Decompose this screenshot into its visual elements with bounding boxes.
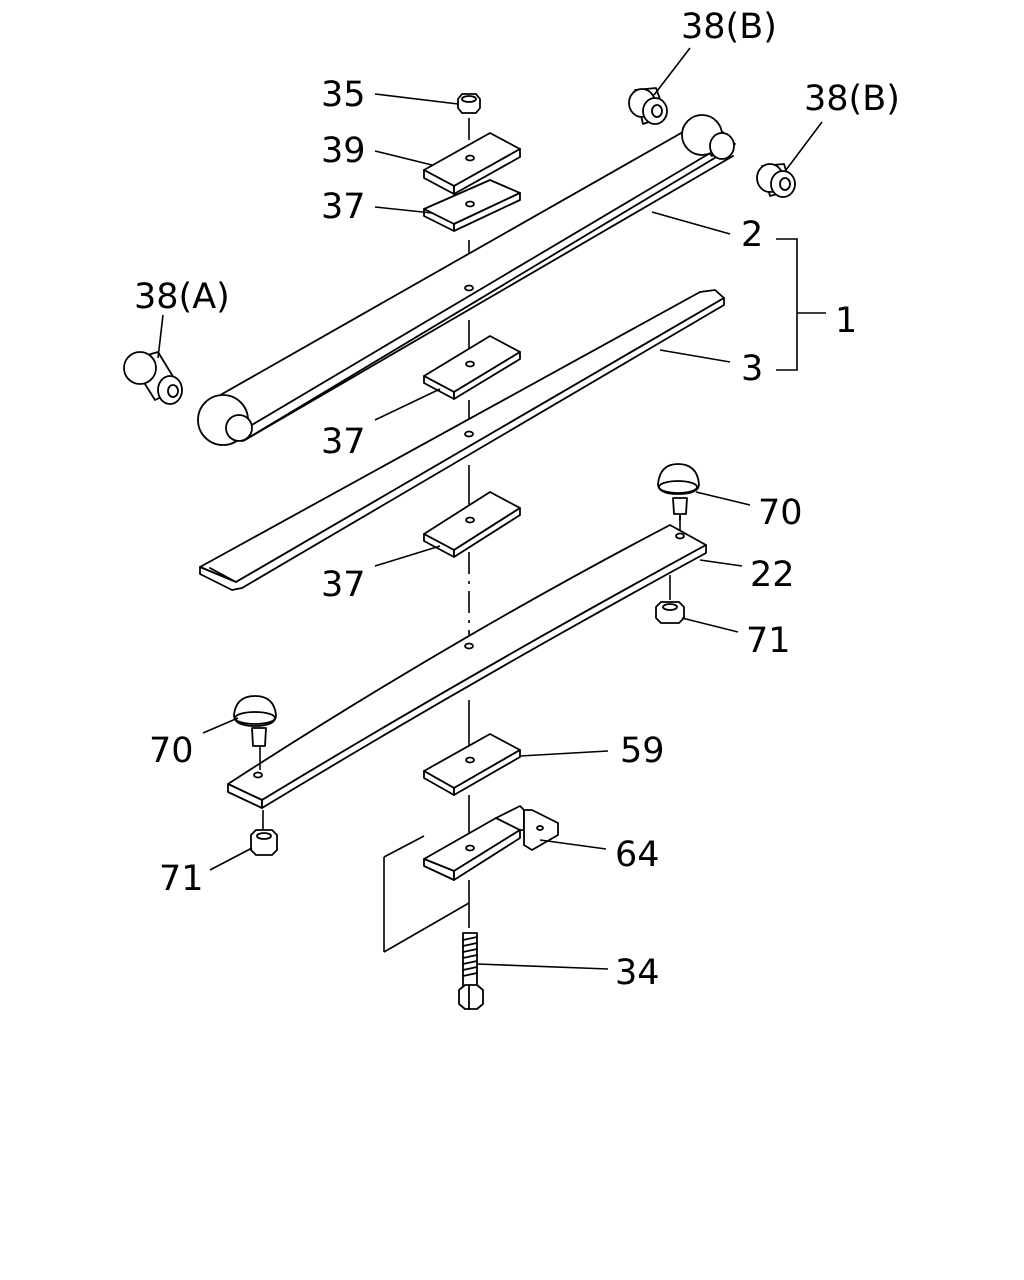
nut-71-right xyxy=(655,575,685,624)
second-leaf-3 xyxy=(199,289,725,591)
bracket-64 xyxy=(423,805,559,881)
label-71-left: 71 xyxy=(159,859,204,899)
label-64: 64 xyxy=(615,835,660,875)
label-37-mid: 37 xyxy=(321,422,366,462)
label-59: 59 xyxy=(620,731,665,771)
plate-39 xyxy=(423,132,521,195)
label-22: 22 xyxy=(750,555,795,595)
plate-37-top xyxy=(423,179,521,232)
leader-lines xyxy=(157,47,826,970)
label-70-right: 70 xyxy=(758,493,803,533)
nut-71-left xyxy=(250,810,278,856)
label-37-low: 37 xyxy=(321,565,366,605)
nut-35 xyxy=(457,93,481,114)
bolt-34 xyxy=(458,932,484,1010)
label-37-top: 37 xyxy=(321,187,366,227)
label-71-right: 71 xyxy=(746,621,791,661)
bushing-38b-top xyxy=(628,87,668,125)
bolt-70-left xyxy=(233,695,277,770)
bushing-38a xyxy=(123,351,183,405)
label-38b-right: 38(B) xyxy=(804,79,900,119)
label-3: 3 xyxy=(741,349,763,389)
helper-leaf-22 xyxy=(227,524,707,809)
plate-37-mid xyxy=(423,335,521,400)
label-38b-top: 38(B) xyxy=(681,7,777,47)
main-leaf-2 xyxy=(197,114,736,446)
bushing-38b-right xyxy=(756,163,796,198)
bolt-70-right xyxy=(657,463,700,521)
label-39: 39 xyxy=(321,131,366,171)
label-34: 34 xyxy=(615,953,660,993)
label-2: 2 xyxy=(741,215,763,255)
plate-59 xyxy=(423,733,521,796)
assembly-group-bracket xyxy=(383,835,470,953)
label-1: 1 xyxy=(835,301,857,341)
label-38a: 38(A) xyxy=(134,277,230,317)
label-70-left: 70 xyxy=(149,731,194,771)
label-35: 35 xyxy=(321,75,366,115)
